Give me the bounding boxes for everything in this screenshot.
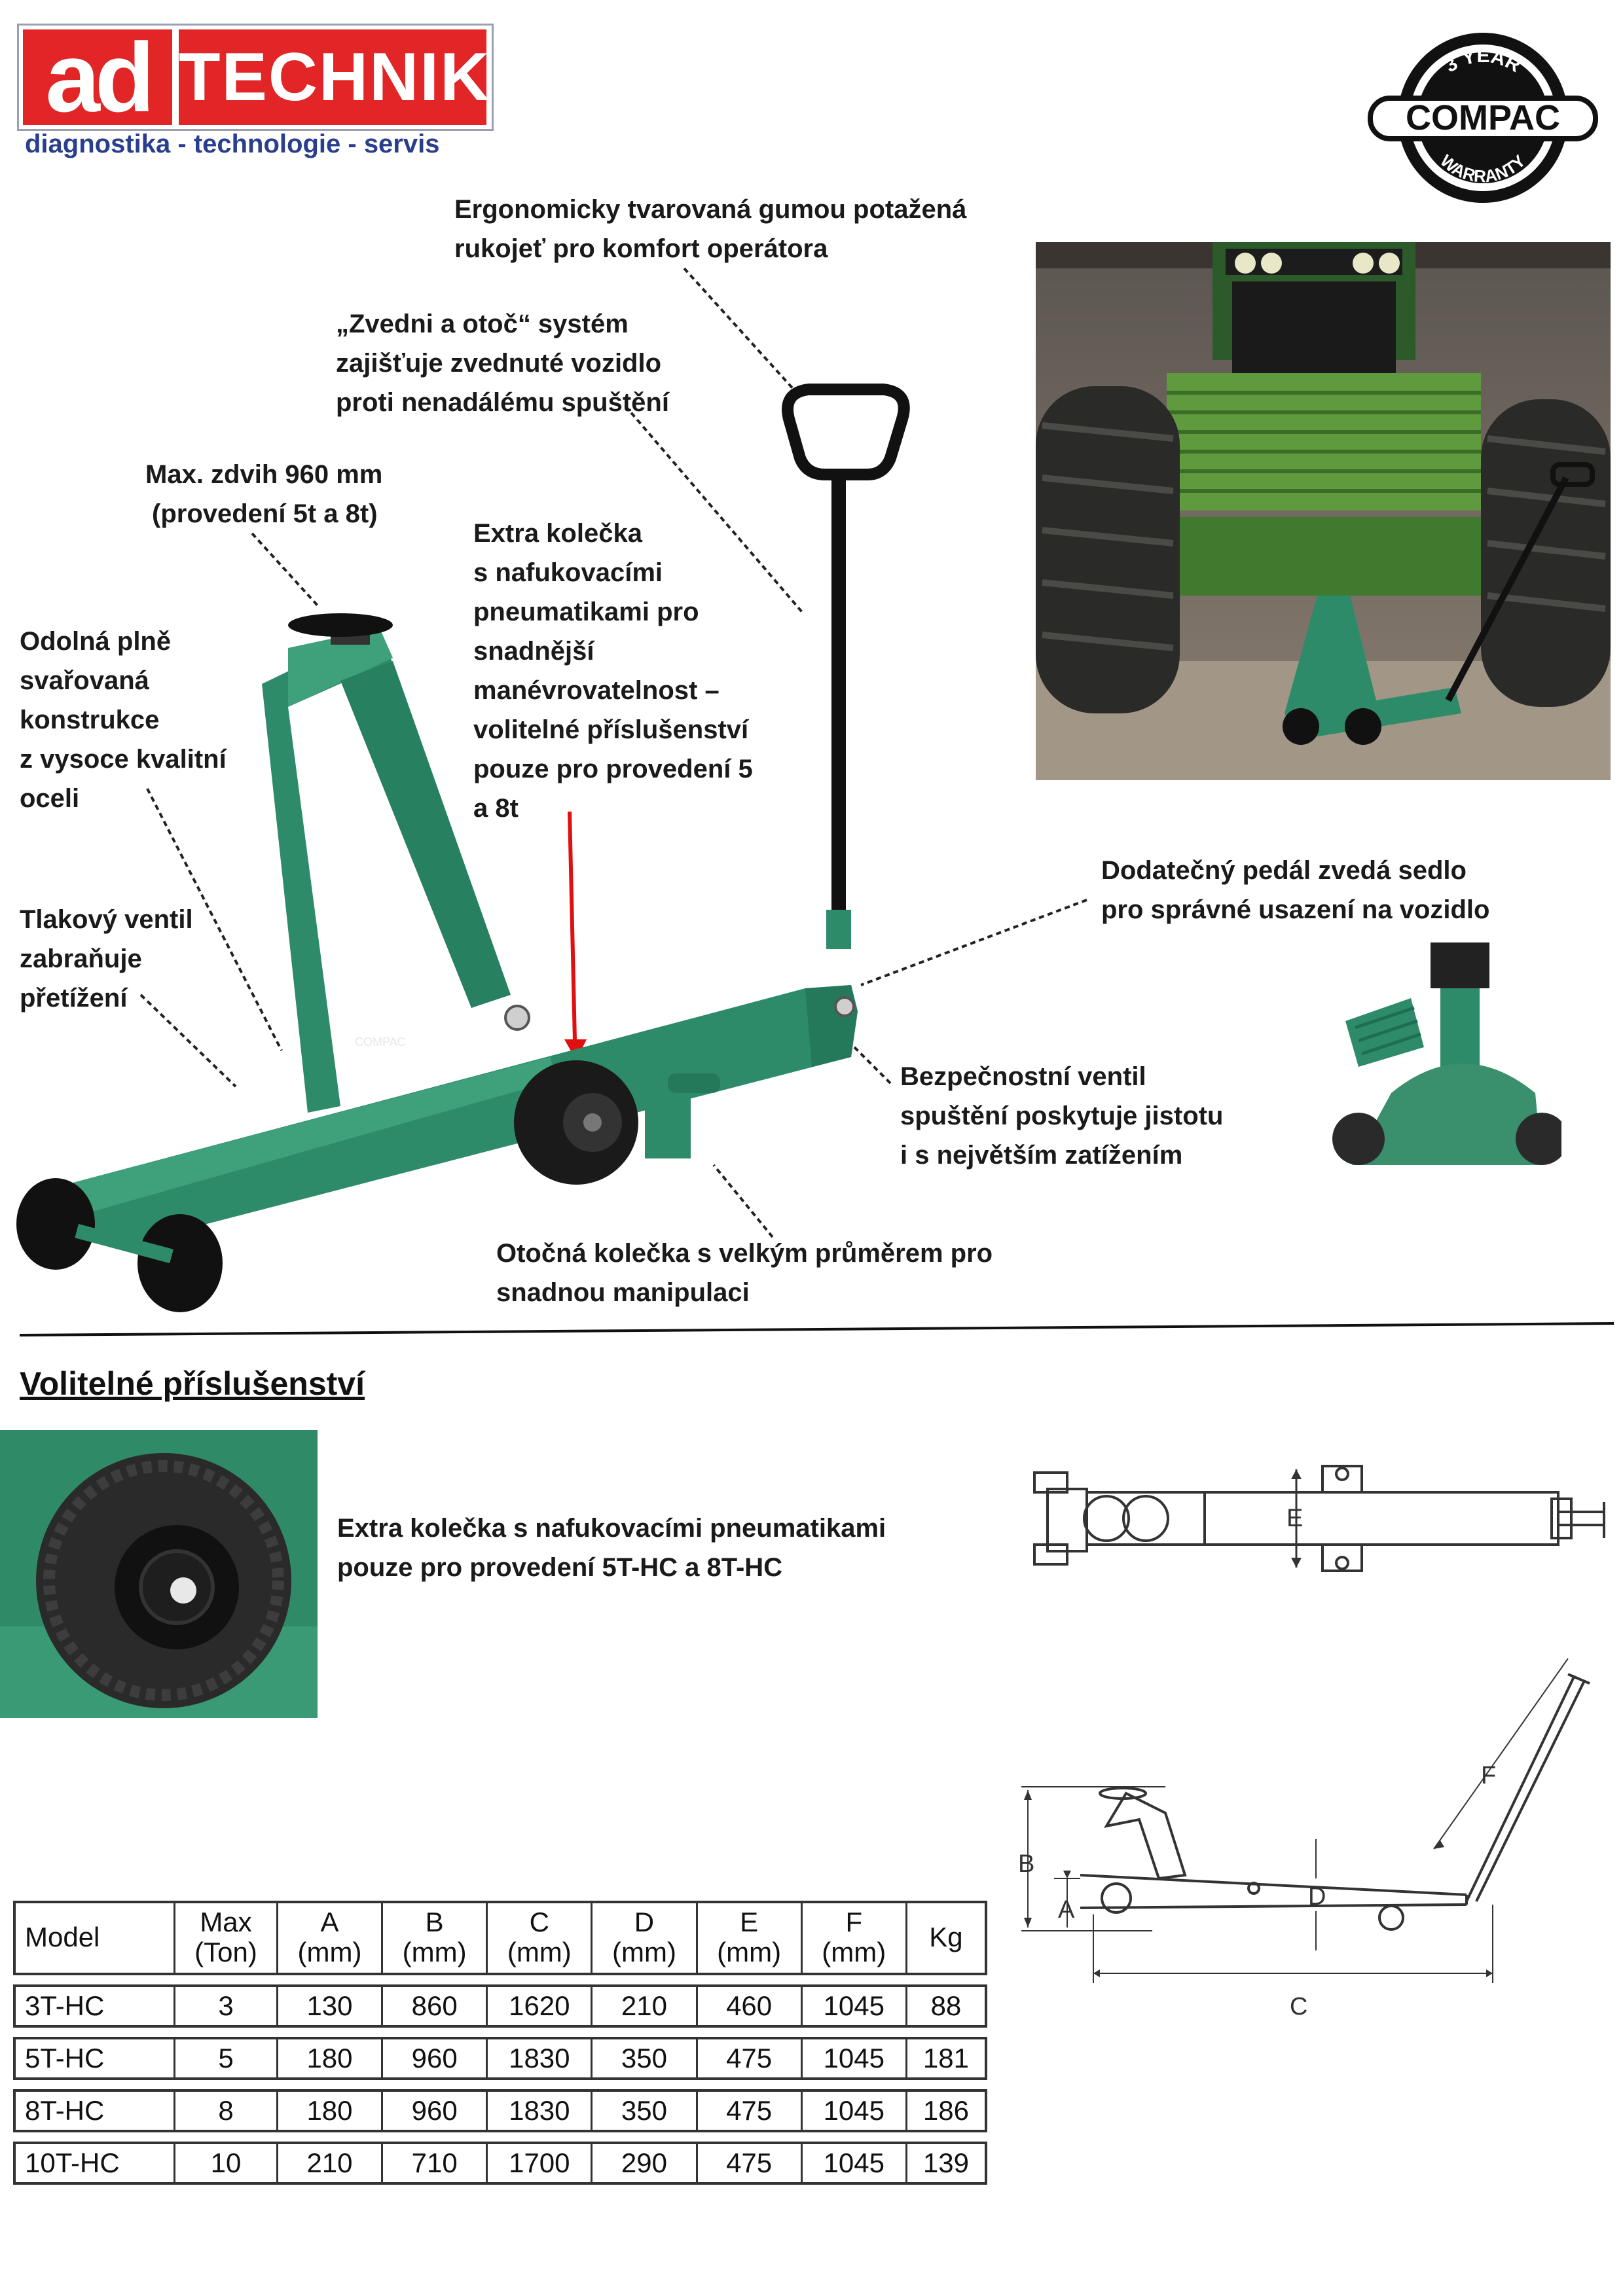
table-cell: 5: [173, 2037, 276, 2080]
pedal-detail-photo: [1332, 929, 1561, 1165]
table-cell: 1045: [800, 2037, 905, 2080]
table-cell: 475: [695, 2089, 801, 2132]
table-cell: 960: [381, 2089, 486, 2132]
dim-label-b: B: [1018, 1850, 1034, 1878]
callout-extra-pedal: Dodatečný pedál zvedá sedlo pro správné …: [1101, 856, 1490, 924]
tractor-lifting-photo: [1036, 242, 1611, 780]
table-cell: 180: [276, 2037, 382, 2080]
jack-illustration: COMPAC: [16, 267, 1087, 1312]
table-cell: 960: [381, 2037, 486, 2080]
table-header: D(mm): [591, 1901, 696, 1975]
section-title-accessories: Volitelné příslušenství: [20, 1365, 365, 1402]
callout-swivel-wheels: Otočná kolečka s velkým průměrem pro sna…: [496, 1239, 993, 1307]
table-cell: 1045: [800, 2089, 905, 2132]
table-row: 3T-HC 3 130 860 1620 210 460 1045 88: [13, 1984, 987, 2028]
spec-table: Model Max(Ton) A(mm) B(mm) C(mm) D(mm) E…: [13, 1892, 987, 2194]
callout-pressure-valve: Tlakový ventil zabraňuje přetížení: [20, 905, 193, 1013]
dim-label-a: A: [1058, 1896, 1075, 1924]
table-header: A(mm): [276, 1901, 382, 1975]
table-cell: 10: [173, 2142, 276, 2185]
table-cell: 210: [591, 1984, 696, 2028]
top-view-diagram: E: [1033, 1465, 1605, 1572]
table-cell: 5T-HC: [13, 2037, 174, 2080]
table-cell: 3: [173, 1984, 276, 2028]
table-header: B(mm): [381, 1901, 486, 1975]
table-header-row: Model Max(Ton) A(mm) B(mm) C(mm) D(mm) E…: [13, 1901, 987, 1975]
dim-label-e: E: [1286, 1505, 1303, 1532]
table-header: Model: [13, 1901, 174, 1975]
table-row: 10T-HC 10 210 710 1700 290 475 1045 139: [13, 2142, 987, 2185]
table-cell: 1830: [486, 2037, 591, 2080]
logo-ad-mark: ad: [23, 28, 172, 126]
table-header: Max(Ton): [173, 1901, 276, 1975]
callout-safety-valve: Bezpečnostní ventil spuštění poskytuje j…: [900, 1062, 1224, 1170]
table-cell: 88: [905, 1984, 987, 2028]
table-row: 8T-HC 8 180 960 1830 350 475 1045 186: [13, 2089, 987, 2132]
table-header: F(mm): [800, 1901, 905, 1975]
table-cell: 181: [905, 2037, 987, 2080]
table-cell: 1045: [800, 1984, 905, 2028]
table-cell: 8T-HC: [13, 2089, 174, 2132]
compac-warranty-badge: 3 YEAR WARRANTY COMPAC: [1368, 33, 1598, 203]
callout-extra-wheels: Extra kolečka s nafukovacími pneumatikam…: [473, 519, 753, 823]
table-cell: 460: [695, 1984, 801, 2028]
table-header: C(mm): [486, 1901, 591, 1975]
callout-welded-construction: Odolná plně svařovaná konstrukce z vysoc…: [20, 627, 227, 813]
side-view-diagram: B A D C F: [1018, 1658, 1590, 2020]
table-cell: 860: [381, 1984, 486, 2028]
table-cell: 1830: [486, 2089, 591, 2132]
table-cell: 180: [276, 2089, 382, 2132]
table-cell: 210: [276, 2142, 382, 2185]
company-tagline: diagnostika - technologie - servis: [25, 130, 440, 158]
table-cell: 1700: [486, 2142, 591, 2185]
callout-lift-turn-system: „Zvedni a otoč“ systém zajišťuje zvednut…: [336, 310, 669, 417]
table-cell: 130: [276, 1984, 382, 2028]
logo-technik-wordmark: TECHNIK: [179, 29, 489, 125]
table-cell: 350: [591, 2089, 696, 2132]
table-cell: 1045: [800, 2142, 905, 2185]
dim-label-f: F: [1481, 1762, 1496, 1789]
dim-label-d: D: [1308, 1883, 1326, 1910]
table-header: Kg: [905, 1901, 987, 1975]
table-cell: 1620: [486, 1984, 591, 2028]
badge-brand-text: COMPAC: [1406, 98, 1560, 137]
table-cell: 186: [905, 2089, 987, 2132]
product-compac-label: COMPAC: [355, 1035, 406, 1049]
table-header: E(mm): [695, 1901, 801, 1975]
accessory-wheel-photo: [0, 1430, 318, 1718]
table-cell: 290: [591, 2142, 696, 2185]
table-cell: 475: [695, 2142, 801, 2185]
table-cell: 475: [695, 2037, 801, 2080]
section-divider: [19, 1322, 1614, 1336]
table-cell: 8: [173, 2089, 276, 2132]
ad-technik-logo: ad TECHNIK: [17, 24, 494, 131]
callout-handle: Ergonomicky tvarovaná gumou potažená ruk…: [454, 195, 967, 263]
table-cell: 710: [381, 2142, 486, 2185]
callout-max-lift: Max. zdvih 960 mm (provedení 5t a 8t): [145, 460, 383, 528]
accessory-description: Extra kolečka s nafukovacími pneumatikam…: [337, 1514, 886, 1582]
table-cell: 10T-HC: [13, 2142, 174, 2185]
dim-label-c: C: [1290, 1993, 1307, 2020]
table-cell: 3T-HC: [13, 1984, 174, 2028]
table-row: 5T-HC 5 180 960 1830 350 475 1045 181: [13, 2037, 987, 2080]
table-cell: 350: [591, 2037, 696, 2080]
table-cell: 139: [905, 2142, 987, 2185]
